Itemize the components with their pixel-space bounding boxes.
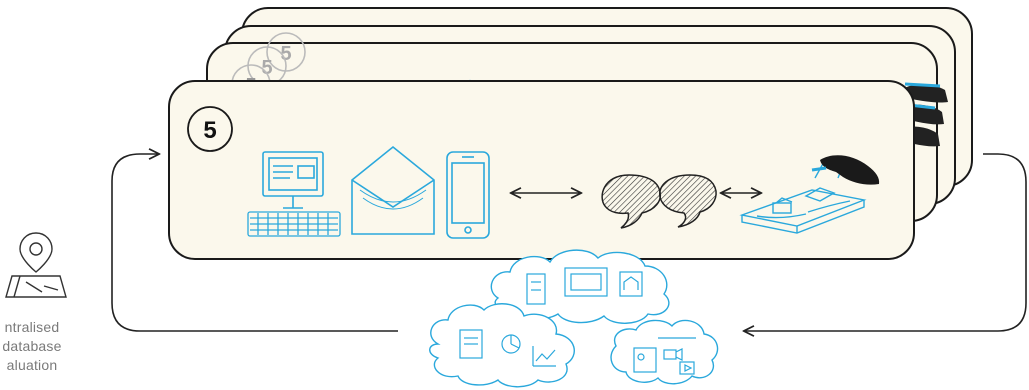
video-icon: [658, 337, 696, 361]
side-label-line-3: aluation: [6, 357, 58, 373]
side-label-line-2: database: [2, 338, 62, 354]
document-icon: [459, 329, 483, 359]
play-icon: [679, 361, 695, 375]
step-badge: 5: [187, 106, 233, 152]
plan-board-icon: [564, 267, 608, 297]
desktop-computer-icon: [262, 151, 324, 209]
keyboard-icon: [247, 211, 341, 237]
step-panel-front: [168, 80, 915, 260]
map-pin-icon: [5, 232, 67, 298]
line-chart-icon: [532, 346, 556, 367]
building-icon: [526, 273, 546, 305]
photo-icon: [633, 347, 657, 373]
envelope-icon: [351, 145, 435, 235]
smartphone-icon: [446, 151, 490, 239]
svg-text:5: 5: [280, 43, 291, 65]
speech-bubbles-icon: [601, 174, 717, 229]
pie-chart-icon: [501, 334, 521, 354]
hand-icon: [811, 155, 880, 185]
loop-arrow-left: [111, 154, 398, 332]
svg-text:5: 5: [261, 57, 272, 79]
side-label-line-1: ntralised: [4, 319, 60, 335]
svg-text:5: 5: [203, 117, 216, 144]
loop-arrow-right: [745, 153, 1027, 331]
house-icon: [619, 271, 643, 297]
